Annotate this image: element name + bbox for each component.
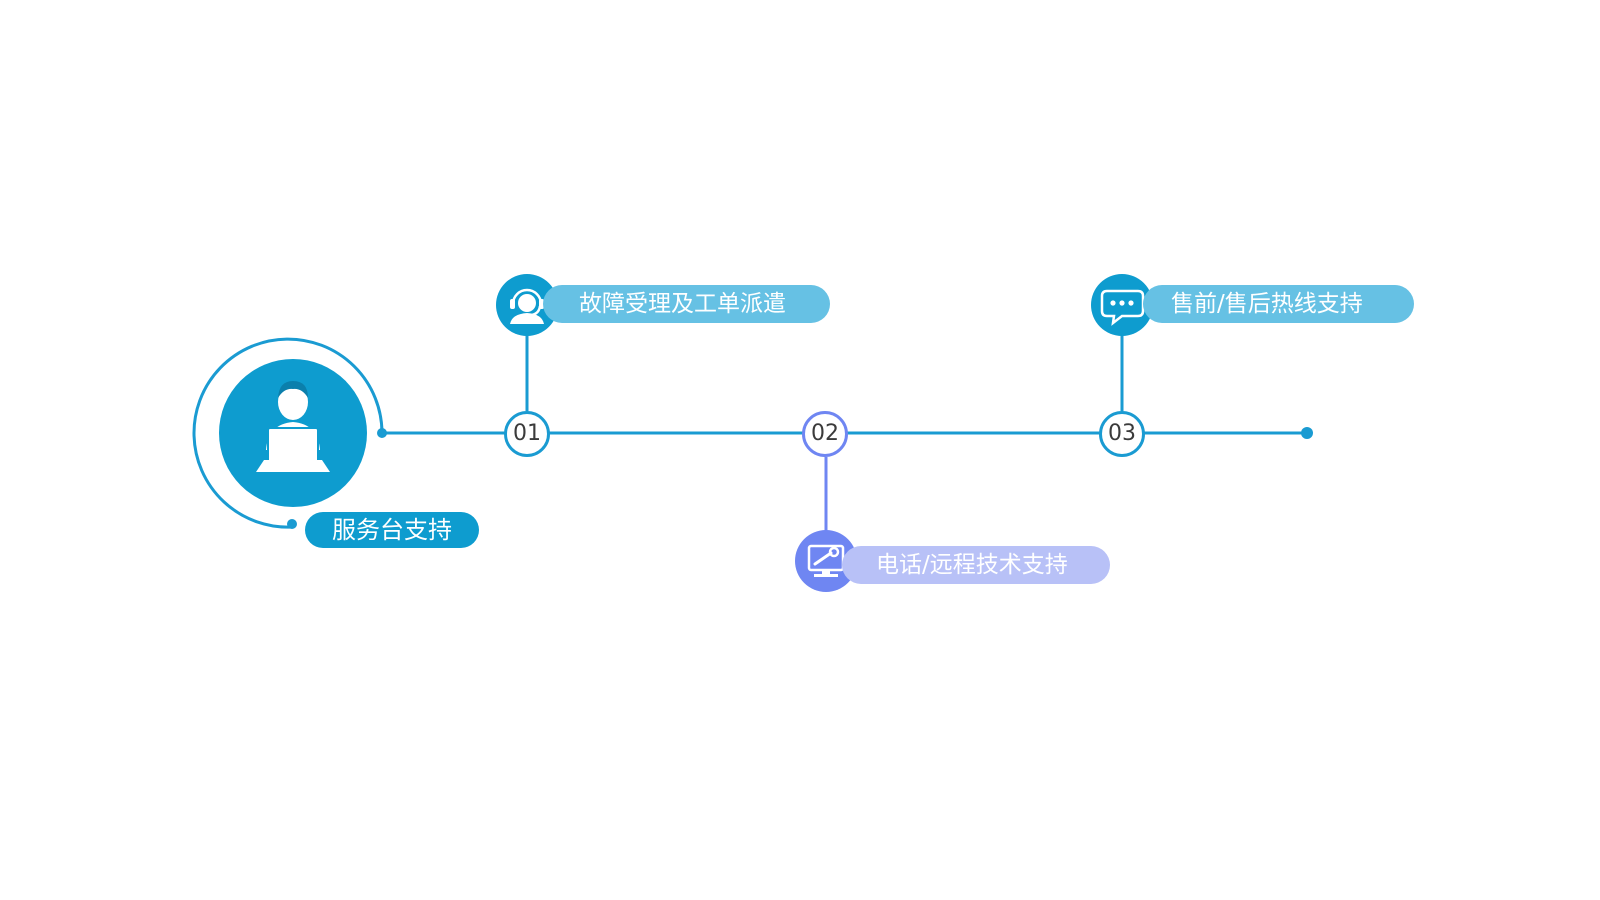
step-node-02: 02	[802, 411, 848, 457]
step-label-01: 故障受理及工单派遣	[543, 285, 830, 323]
support-agent-icon	[256, 381, 330, 472]
step-node-01: 01	[504, 411, 550, 457]
step-label-03: 售前/售后热线支持	[1143, 285, 1414, 323]
step-label-01-text: 故障受理及工单派遣	[579, 291, 786, 317]
hub-arc-dot-bottom	[287, 519, 297, 529]
step-label-02-text: 电话/远程技术支持	[876, 552, 1068, 578]
step-node-03: 03	[1099, 411, 1145, 457]
hub-arc-dot-right	[377, 428, 387, 438]
main-label-text: 服务台支持	[332, 516, 452, 544]
step-label-02: 电话/远程技术支持	[842, 546, 1110, 584]
step-number-02: 02	[811, 421, 839, 446]
timeline-end-dot	[1301, 427, 1313, 439]
step-number-03: 03	[1108, 421, 1136, 446]
customer-service-headset-icon	[510, 288, 544, 324]
hub-arc	[192, 337, 384, 529]
chat-bubbles-icon	[1100, 289, 1145, 326]
step-number-01: 01	[513, 421, 541, 446]
step-label-03-text: 售前/售后热线支持	[1171, 291, 1363, 317]
main-label: 服务台支持	[305, 512, 479, 548]
